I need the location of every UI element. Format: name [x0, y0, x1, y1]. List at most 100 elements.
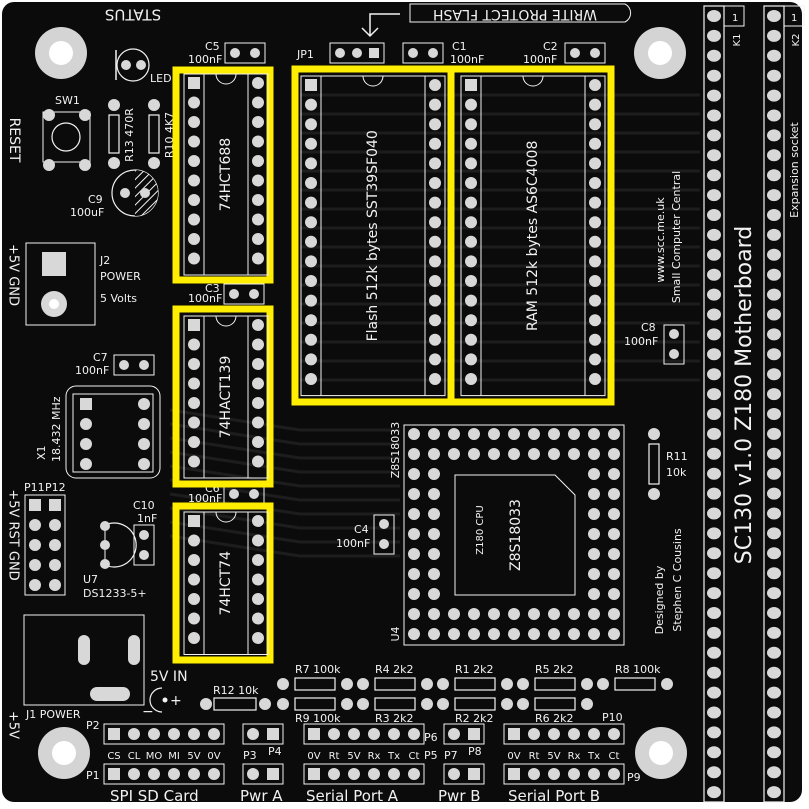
cpu-socket[interactable] — [403, 424, 625, 646]
pad — [429, 196, 441, 209]
sw1-label: SW1 — [55, 94, 80, 107]
pad — [501, 698, 513, 710]
resistor-label: R2 2k2 — [455, 712, 494, 725]
led — [116, 48, 150, 82]
pad — [608, 768, 620, 780]
pad — [188, 768, 200, 780]
c3-label: C3 — [205, 282, 220, 295]
pad — [465, 235, 477, 248]
pad — [707, 10, 721, 22]
silk-outline — [188, 515, 200, 527]
p7-label: P7 — [444, 749, 458, 762]
ic-outline[interactable] — [300, 75, 446, 397]
pad — [548, 768, 560, 780]
pad — [548, 628, 560, 640]
pad — [528, 428, 540, 440]
pad — [79, 159, 91, 171]
j1-edge-label: +5V — [6, 711, 21, 739]
silk-outline — [213, 697, 257, 711]
pad — [707, 686, 721, 699]
pad — [252, 77, 264, 89]
serial-a-pin-label: 5V — [347, 751, 360, 762]
reset-switch[interactable] — [42, 111, 91, 163]
resistor — [454, 697, 496, 711]
pad — [517, 678, 529, 690]
cpu-part-label: Z8S18033 — [508, 499, 524, 571]
website-label: www.scc.me.uk — [654, 197, 667, 283]
silk-outline — [29, 499, 41, 511]
pad — [128, 768, 140, 780]
pad — [468, 448, 480, 460]
trace — [169, 450, 400, 474]
p9-header[interactable] — [503, 763, 625, 785]
pad — [388, 728, 400, 740]
silk-outline — [108, 768, 120, 780]
c7-label: C7 — [93, 351, 108, 364]
pad — [162, 697, 168, 703]
pad — [568, 728, 580, 740]
pad — [305, 235, 317, 248]
pad — [767, 706, 781, 719]
pad — [437, 698, 449, 710]
j2-connector[interactable] — [25, 242, 96, 326]
p4-header[interactable] — [242, 723, 284, 745]
p5-header[interactable] — [303, 763, 425, 785]
pad — [488, 428, 500, 440]
pad — [277, 678, 289, 690]
p8-header[interactable] — [443, 723, 485, 745]
highlight-box — [172, 502, 274, 664]
j1-barrel-jack[interactable] — [23, 614, 145, 706]
pad — [128, 728, 140, 740]
pad — [707, 408, 721, 420]
pad — [767, 408, 781, 420]
c5-label: C5 — [205, 40, 220, 53]
pad — [588, 588, 600, 600]
pad — [188, 534, 200, 547]
p7-header[interactable] — [443, 763, 485, 785]
pad — [408, 548, 420, 560]
pad — [589, 177, 601, 189]
p6-header[interactable] — [303, 723, 425, 745]
pad — [379, 539, 389, 549]
ic-outline[interactable] — [183, 315, 269, 479]
pad — [188, 612, 200, 625]
pad — [767, 49, 781, 62]
ic-outline[interactable] — [183, 511, 269, 655]
p6-label: P6 — [424, 731, 438, 744]
p10-header[interactable] — [503, 723, 625, 745]
pad — [448, 448, 460, 460]
p3-header[interactable] — [242, 763, 284, 785]
pad — [767, 467, 781, 480]
k1-header[interactable] — [703, 5, 725, 803]
pad — [305, 216, 317, 229]
pad — [707, 646, 721, 659]
p2-header[interactable] — [103, 723, 225, 745]
ic-outline[interactable] — [183, 73, 269, 276]
pad — [408, 448, 420, 460]
pad — [100, 521, 110, 531]
pad — [767, 686, 781, 699]
silk-outline — [42, 252, 66, 276]
pad — [767, 447, 781, 460]
pwr-a-title: Pwr A — [240, 787, 283, 805]
pad — [29, 519, 41, 531]
pad — [429, 275, 441, 287]
pad — [465, 157, 477, 170]
pad — [29, 559, 41, 571]
pad — [589, 235, 601, 248]
ic-outline[interactable] — [460, 75, 606, 397]
pad — [570, 48, 580, 58]
p1-label: P1 — [86, 769, 100, 782]
pad — [252, 593, 264, 605]
silk-outline — [508, 728, 520, 740]
pad — [188, 174, 200, 187]
ic-label: RAM 512k bytes AS6C4008 — [525, 141, 541, 331]
jp1-jumper[interactable] — [329, 42, 385, 64]
silk-outline — [663, 324, 685, 365]
p1-header[interactable] — [103, 763, 225, 785]
resistor-label: R4 2k2 — [375, 663, 414, 676]
c9-label: C9 — [88, 193, 103, 206]
pad — [448, 628, 460, 640]
c2-value: 100nF — [523, 53, 557, 66]
p5-label: P5 — [424, 749, 438, 762]
